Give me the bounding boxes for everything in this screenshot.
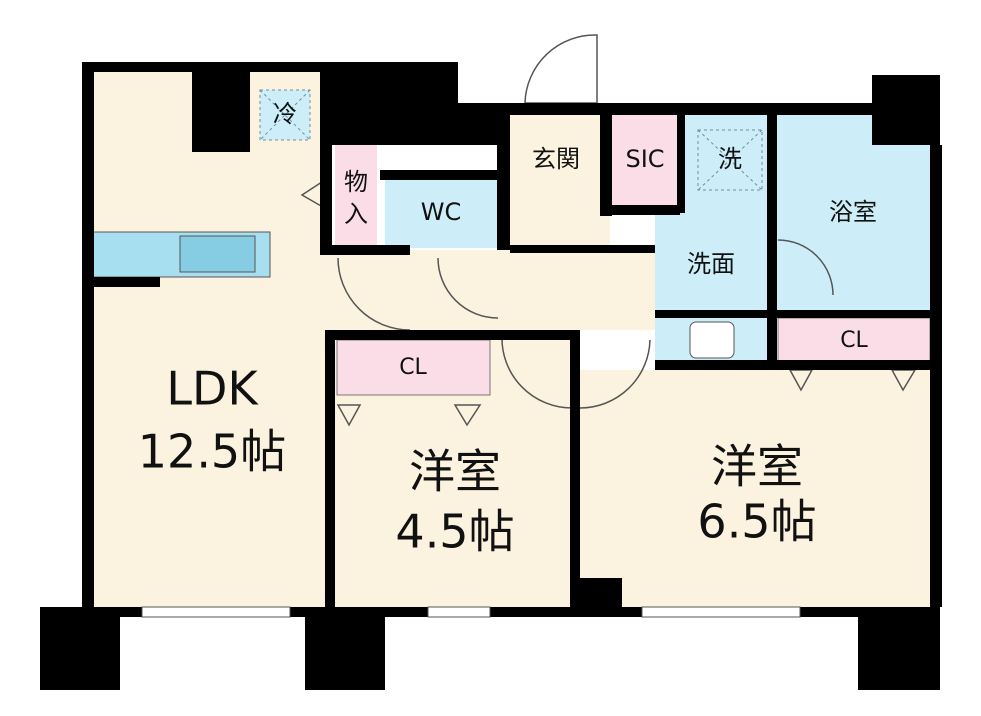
ldk-size: 12.5帖 [138, 425, 286, 479]
closet-b [777, 317, 931, 364]
sink [179, 235, 256, 273]
fridge-label: 冷 [273, 100, 297, 128]
closet-a-label: CL [399, 355, 427, 380]
wc-label: WC [421, 198, 462, 226]
closets [335, 113, 931, 396]
ldk-name: LDK [166, 362, 259, 416]
bath-label: 浴室 [829, 198, 877, 226]
western-b-floor [580, 370, 932, 607]
western-b-size: 6.5帖 [697, 495, 816, 549]
wc-floor [385, 178, 497, 248]
room-labels: LDK 12.5帖 洋室 4.5帖 洋室 6.5帖 玄関 SIC WC 浴室 洗… [138, 100, 877, 559]
storage-label-bottom: 入 [344, 200, 368, 228]
western-a-size: 4.5帖 [395, 505, 514, 559]
wash-basin [689, 321, 735, 359]
ldk-floor [90, 72, 330, 607]
walls [40, 62, 942, 690]
sic-label: SIC [625, 145, 664, 173]
fridge-box [259, 89, 311, 141]
windows [141, 606, 801, 618]
entrance-floor [510, 112, 610, 252]
storage-label-top: 物 [344, 168, 368, 196]
sic-area [612, 113, 677, 208]
western-b-name: 洋室 [711, 440, 803, 494]
storage-area [335, 145, 377, 245]
washer-label: 洗 [718, 145, 742, 173]
washroom-label: 洗面 [687, 250, 735, 278]
entrance-label: 玄関 [532, 145, 580, 173]
door-swings [300, 34, 917, 427]
bath-floor [777, 115, 932, 310]
western-a-name: 洋室 [409, 445, 501, 499]
hall-floor [330, 250, 655, 330]
closet-b-label: CL [840, 328, 868, 353]
closet-a [336, 339, 491, 396]
